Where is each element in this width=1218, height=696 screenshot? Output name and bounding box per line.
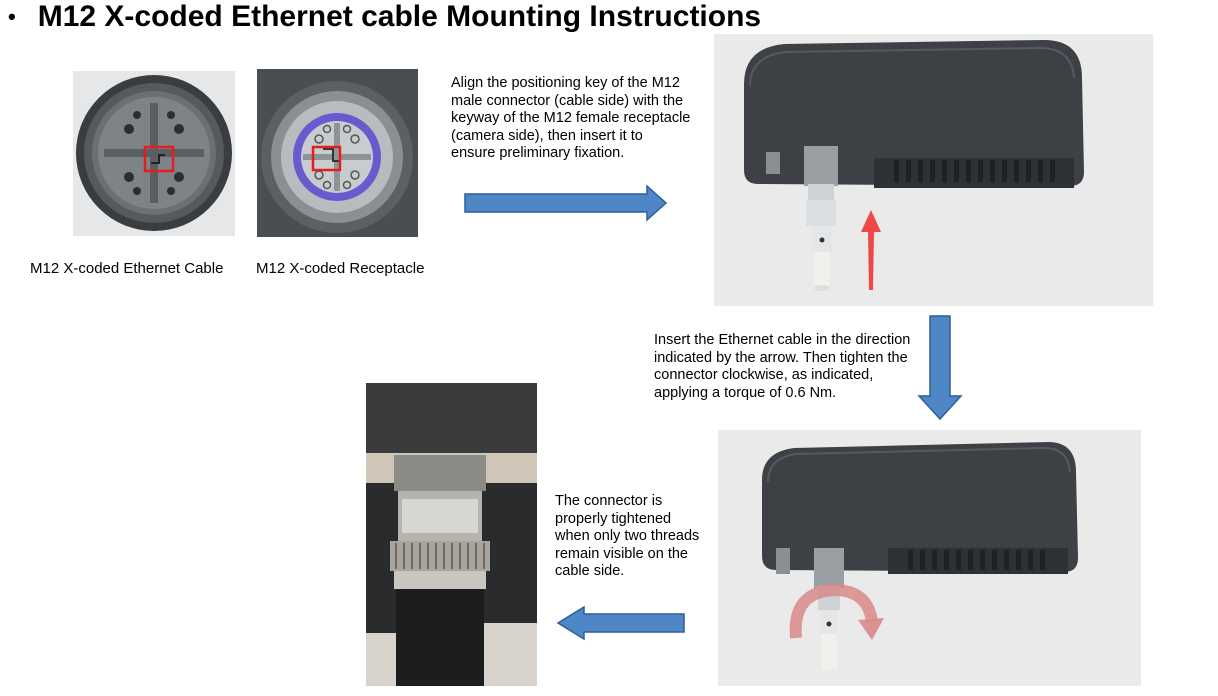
cable-caption: M12 X-coded Ethernet Cable xyxy=(30,260,224,277)
page-title: • M12 X-coded Ethernet cable Mounting In… xyxy=(8,0,761,34)
key-highlight-box xyxy=(143,145,175,173)
insert-instruction: Insert the Ethernet cable in the directi… xyxy=(654,332,911,401)
insert-arrow-icon xyxy=(860,210,882,297)
title-bullet: • xyxy=(8,4,16,29)
threads-closeup-photo xyxy=(366,383,537,686)
receptacle-image xyxy=(257,69,418,237)
right-arrow-icon xyxy=(463,184,669,227)
receptacle-caption: M12 X-coded Receptacle xyxy=(256,260,425,277)
down-arrow-icon xyxy=(917,314,963,427)
camera-tighten-image xyxy=(718,430,1141,686)
left-arrow-icon xyxy=(556,605,686,646)
cable-connector-image xyxy=(73,71,235,236)
tightened-instruction: The connector is properly tightened when… xyxy=(555,493,700,580)
keyway-highlight-box xyxy=(311,145,342,172)
align-instruction: Align the positioning key of the M12 mal… xyxy=(451,75,691,162)
title-text: M12 X-coded Ethernet cable Mounting Inst… xyxy=(37,0,762,33)
rotate-arrow-icon xyxy=(788,582,884,647)
camera-insert-image xyxy=(714,34,1153,306)
